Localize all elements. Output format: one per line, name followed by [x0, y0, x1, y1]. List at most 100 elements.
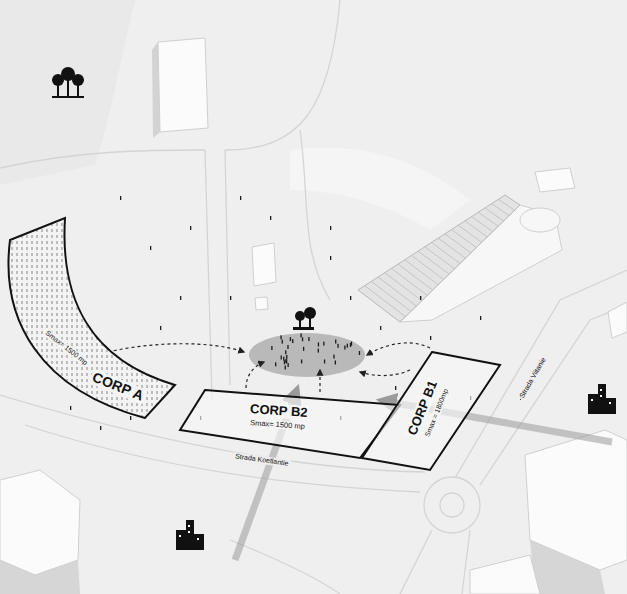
plot-outline	[9, 218, 175, 418]
pedestrian	[285, 350, 286, 354]
tower	[176, 530, 186, 550]
road-line	[225, 150, 230, 385]
building-block	[0, 470, 80, 575]
pedestrian	[280, 335, 281, 339]
window	[197, 538, 199, 540]
pedestrian	[318, 342, 319, 346]
road-line	[230, 540, 340, 594]
glass-mullion	[405, 260, 438, 285]
pedestrian	[290, 337, 291, 341]
glass-mullion	[378, 277, 416, 306]
pedestrian	[301, 359, 302, 363]
city-icon	[588, 384, 616, 414]
window	[188, 531, 190, 533]
glass-mullion	[465, 221, 487, 237]
pedestrian	[283, 357, 284, 361]
road-line	[225, 0, 340, 150]
plot-outline-svg	[358, 348, 505, 474]
building-plot: CORP B1Smax = 1800mp	[358, 348, 505, 474]
pedestrian	[324, 359, 325, 363]
pedestrian	[285, 365, 286, 369]
pedestrian	[130, 416, 131, 420]
building-block	[608, 302, 627, 338]
pedestrian	[271, 346, 272, 350]
building-block	[525, 430, 627, 570]
buildings	[0, 38, 627, 594]
pedestrian	[359, 351, 360, 355]
plot-outline	[180, 390, 400, 458]
pedestrian	[284, 360, 285, 364]
glass-mullion	[411, 255, 443, 279]
pedestrian	[318, 349, 319, 353]
window	[179, 535, 181, 537]
building-block	[470, 555, 540, 594]
tree-trunk	[299, 319, 301, 328]
flow-arrow	[367, 343, 430, 355]
pedestrian	[286, 359, 287, 363]
building-block	[252, 243, 276, 286]
glass-mullion	[478, 212, 498, 226]
pedestrian	[292, 339, 293, 343]
pedestrian	[351, 341, 352, 345]
pedestrian	[430, 336, 431, 340]
tower	[186, 520, 194, 550]
plot-outline	[362, 352, 500, 470]
plot-outline-svg	[5, 212, 180, 424]
flow-arrow	[108, 344, 244, 352]
glass-mullion	[371, 281, 411, 311]
pedestrian	[330, 226, 331, 230]
window	[600, 395, 602, 397]
tree-trunk	[67, 80, 69, 96]
pedestrian	[286, 355, 287, 359]
pedestrian	[190, 226, 191, 230]
glass-mullion	[472, 217, 493, 232]
pedestrian	[380, 326, 381, 330]
pedestrian	[240, 196, 241, 200]
building-plot: CORP ASmax= 1500 mp	[5, 212, 180, 424]
pedestrian	[287, 345, 288, 349]
window	[609, 402, 611, 404]
pedestrian	[303, 347, 304, 351]
road-line	[400, 530, 432, 594]
pedestrian	[480, 316, 481, 320]
pedestrian	[180, 296, 181, 300]
pedestrian	[120, 196, 121, 200]
pedestrian	[282, 340, 283, 344]
flow-arrow	[360, 370, 410, 376]
street-name: Strada Koetlantie	[233, 452, 291, 468]
pedestrian	[300, 333, 301, 337]
pedestrian	[275, 362, 276, 366]
pedestrian	[323, 342, 324, 346]
tree-icon	[52, 67, 84, 98]
glass-mullion	[425, 247, 455, 269]
glass-roof-lines	[365, 199, 515, 316]
road-line	[462, 530, 470, 594]
glass-mullion	[452, 230, 477, 248]
pedestrian	[420, 296, 421, 300]
building-block	[520, 208, 560, 232]
glass-mullion	[458, 225, 482, 242]
plaza	[249, 333, 365, 377]
path-line	[300, 130, 330, 300]
terrain	[290, 147, 470, 230]
roundabout	[424, 477, 480, 533]
flow-arrow	[319, 370, 320, 392]
pedestrian	[337, 344, 338, 348]
pedestrian	[350, 296, 351, 300]
tower	[194, 534, 204, 550]
glass-roof	[358, 195, 520, 322]
pedestrian	[150, 246, 151, 250]
tree-trunk	[77, 84, 79, 96]
tower	[598, 384, 606, 414]
roundabout	[440, 493, 464, 517]
tree-trunk	[309, 317, 311, 328]
glass-mullion	[438, 238, 465, 258]
tree-trunk	[57, 84, 59, 96]
park-icon	[293, 307, 316, 330]
